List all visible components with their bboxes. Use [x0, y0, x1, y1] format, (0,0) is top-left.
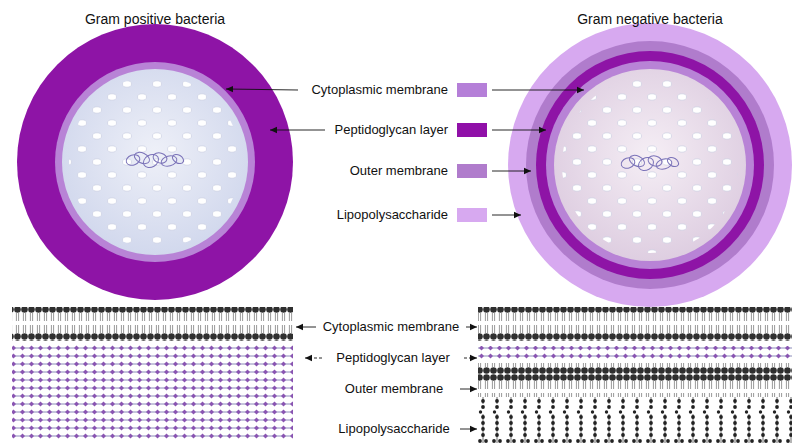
gram-positive-envelope: [12, 307, 293, 441]
legend-swatch: [457, 208, 487, 222]
cell-node: Gram negative bacteria: [504, 10, 796, 308]
gram-negative-cell: [508, 23, 792, 307]
layer-label: Cytoplasmic membrane: [318, 319, 464, 335]
layer-label: Outer membrane: [330, 381, 458, 397]
gram-negative-envelope: [478, 307, 792, 443]
layer-label: Peptidoglycan layer: [322, 350, 464, 366]
layer-label: Lipopolysaccharide: [330, 421, 458, 437]
legend-label: Outer membrane: [290, 163, 448, 179]
legend-label: Peptidoglycan layer: [290, 122, 448, 138]
cell-node: Gram positive bacteria: [12, 10, 298, 302]
gram-positive-cell: [17, 24, 293, 300]
legend-swatch: [457, 83, 487, 97]
legend-label: Lipopolysaccharide: [290, 207, 448, 223]
cell-heading: Gram negative bacteria: [504, 10, 796, 28]
legend-label: Cytoplasmic membrane: [290, 82, 448, 98]
leader-arrows-bottom: [296, 327, 477, 429]
cell-heading: Gram positive bacteria: [12, 10, 298, 28]
legend-swatch: [457, 123, 487, 137]
legend-swatch: [457, 164, 487, 178]
leader-arrows: [226, 89, 584, 215]
